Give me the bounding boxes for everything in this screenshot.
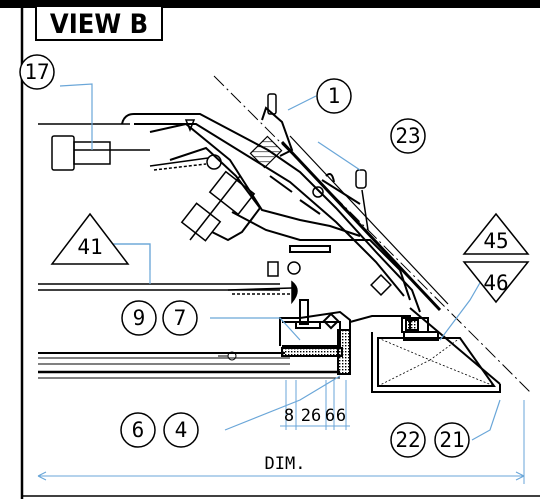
dim-value-6a: 6 bbox=[325, 406, 335, 426]
callout-9 bbox=[121, 300, 157, 336]
dim-value-8: 8 bbox=[284, 406, 294, 426]
dim-value-6b: 6 bbox=[336, 406, 346, 426]
callout-21 bbox=[434, 422, 470, 458]
callout-46 bbox=[462, 261, 530, 304]
bolt-assembly bbox=[180, 170, 256, 242]
callout-triangles bbox=[50, 212, 530, 304]
callout-6-label: 6 bbox=[132, 418, 145, 442]
weep-marker bbox=[218, 351, 237, 361]
callout-22-label: 22 bbox=[395, 428, 420, 452]
glazing-edge bbox=[280, 135, 501, 385]
screw-fasteners bbox=[149, 93, 392, 305]
view-title-text: VIEW B bbox=[50, 9, 148, 41]
dimension-lines bbox=[37, 380, 525, 484]
callout-bubbles bbox=[19, 54, 470, 458]
callout-41 bbox=[50, 212, 130, 265]
slope-centerline bbox=[213, 75, 531, 393]
callout-1 bbox=[316, 78, 352, 114]
callout-17-label: 17 bbox=[24, 60, 49, 84]
callout-6 bbox=[120, 412, 156, 448]
callout-46-label: 46 bbox=[483, 271, 508, 295]
pin-hardware bbox=[51, 135, 150, 171]
dim-value-26: 26 bbox=[301, 406, 321, 426]
callout-45-label: 45 bbox=[483, 229, 508, 253]
callout-21-label: 21 bbox=[439, 428, 464, 452]
callout-23-label: 23 bbox=[395, 124, 420, 148]
overall-dimension-label: DIM. bbox=[265, 454, 306, 474]
dimension-values: 8 26 6 6 bbox=[284, 406, 346, 426]
callout-9-label: 9 bbox=[133, 306, 146, 330]
callout-numbers: 17 1 23 41 45 46 9 7 6 4 22 21 bbox=[24, 60, 508, 452]
callout-22 bbox=[390, 422, 426, 458]
callout-41-label: 41 bbox=[77, 235, 102, 259]
callout-4 bbox=[163, 412, 199, 448]
callout-45 bbox=[462, 212, 530, 255]
reference-lines bbox=[38, 123, 340, 379]
leader-lines bbox=[59, 83, 501, 441]
view-title: VIEW B bbox=[35, 5, 163, 41]
sloped-profile bbox=[121, 106, 421, 313]
callout-7-label: 7 bbox=[174, 306, 187, 330]
callout-17 bbox=[19, 54, 55, 90]
callout-7 bbox=[162, 300, 198, 336]
lower-frame bbox=[279, 299, 501, 393]
callout-23 bbox=[390, 118, 426, 154]
callout-4-label: 4 bbox=[175, 418, 188, 442]
callout-1-label: 1 bbox=[328, 84, 341, 108]
